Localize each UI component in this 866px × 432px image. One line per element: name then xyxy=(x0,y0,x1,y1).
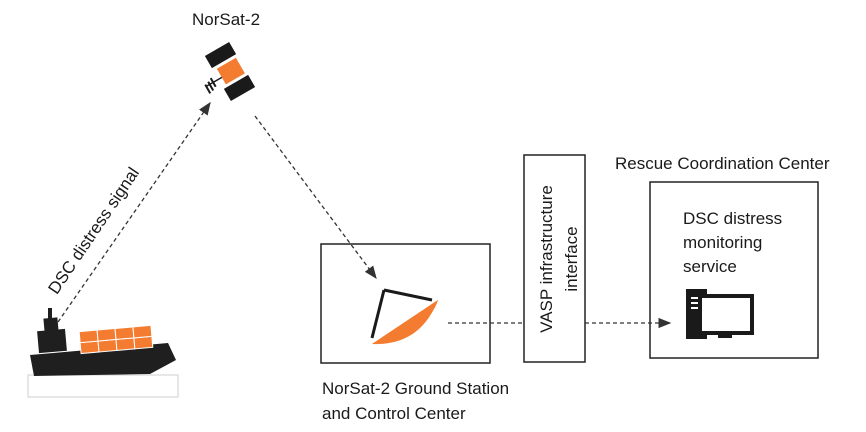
ground-station-label-line2: and Control Center xyxy=(322,404,466,423)
water-surface xyxy=(27,374,179,398)
computer-icon xyxy=(686,289,754,339)
vasp-interface-box xyxy=(523,154,586,363)
ground-station-box xyxy=(320,243,491,364)
rcc-title: Rescue Coordination Center xyxy=(615,154,830,173)
satellite-label: NorSat-2 xyxy=(192,10,261,29)
arrow-ship-to-satellite xyxy=(57,101,211,323)
arrow-satellite-to-ground xyxy=(254,115,377,280)
rcc-service-line1: DSC distress xyxy=(683,209,783,228)
satellite-dish-icon xyxy=(370,288,438,345)
rcc-box xyxy=(649,181,819,359)
rcc-service-line3: service xyxy=(683,257,737,276)
ship-icon xyxy=(30,308,176,376)
vasp-label-line2: interface xyxy=(562,226,581,292)
ground-station-label-line1: NorSat-2 Ground Station xyxy=(322,379,510,398)
rcc-service-line2: monitoring xyxy=(683,233,763,252)
satellite-icon xyxy=(204,42,256,102)
vasp-label-line1: VASP infrastructure xyxy=(537,185,556,333)
